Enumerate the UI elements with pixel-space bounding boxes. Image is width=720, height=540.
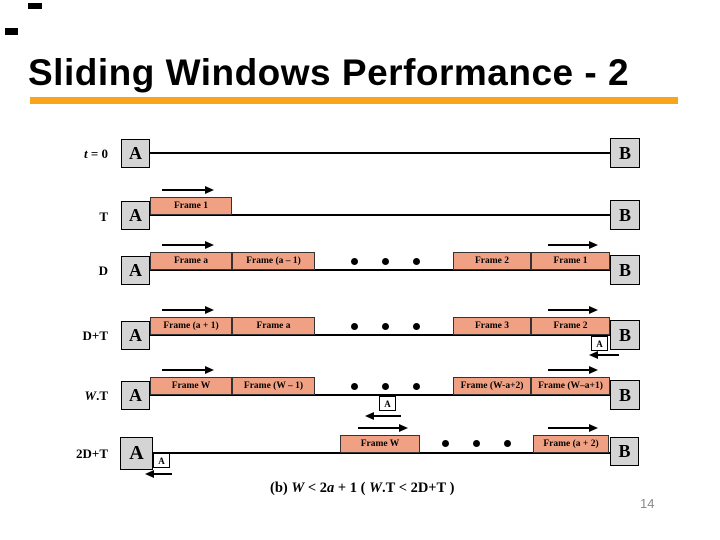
frame-box: Frame W: [150, 377, 232, 395]
time-label-t: T: [36, 209, 108, 225]
timeline-row4: [150, 334, 610, 336]
frame-box: Frame a: [150, 252, 232, 270]
dot: [504, 440, 511, 447]
artifact-mark-2: [5, 28, 18, 35]
caption-w2: W: [369, 480, 383, 496]
timeline-row5: [150, 394, 610, 396]
time-label-t0: t = 0: [36, 146, 108, 162]
dot: [473, 440, 480, 447]
node-b-row3: B: [610, 255, 640, 285]
arrow-right-icon: [548, 366, 598, 374]
arrow-right-icon: [162, 306, 214, 314]
arrow-left-icon: [365, 412, 401, 420]
node-a-row5: A: [121, 381, 150, 410]
time-label-wt-var: W: [84, 388, 97, 403]
arrow-right-icon: [548, 241, 598, 249]
caption-a: a: [327, 480, 335, 496]
caption-b-label: (b): [270, 480, 292, 496]
node-a-row4: A: [121, 321, 150, 350]
caption-tail: .T < 2D+T ): [382, 480, 455, 496]
time-label-d: D: [36, 263, 108, 279]
dot: [351, 323, 358, 330]
node-a-row1: A: [121, 139, 150, 168]
frame-box: Frame 2: [531, 317, 610, 335]
node-b-row6: B: [610, 437, 639, 466]
node-a-row2: A: [121, 201, 150, 230]
page-number: 14: [640, 496, 655, 511]
arrow-left-icon: [589, 351, 619, 359]
dot: [413, 323, 420, 330]
dot: [442, 440, 449, 447]
frame-box: Frame (a – 1): [232, 252, 315, 270]
arrow-right-icon: [358, 424, 408, 432]
time-label-d-plus-t: D+T: [36, 328, 108, 344]
slide-title: Sliding Windows Performance - 2: [28, 52, 630, 93]
arrow-right-icon: [548, 424, 598, 432]
title-underline-bar: [30, 97, 678, 104]
frame-box: Frame (W-a+2): [453, 377, 531, 395]
node-b-row5: B: [610, 380, 640, 410]
time-label-dt-rest: D+T: [82, 328, 108, 343]
time-label-wt-rest: .T: [96, 388, 108, 403]
node-a-row3: A: [121, 256, 150, 285]
frame-box: Frame 3: [453, 317, 531, 335]
ack-box-row6: A: [153, 453, 170, 468]
ack-box-row5: A: [379, 396, 396, 411]
timeline-row3: [150, 269, 610, 271]
timeline-row2: [150, 214, 610, 216]
caption-w: W: [291, 480, 305, 496]
frame-box: Frame 1: [531, 252, 610, 270]
arrow-right-icon: [162, 186, 214, 194]
caption-plus-one: + 1 (: [334, 480, 370, 496]
dot: [413, 383, 420, 390]
time-label-d-rest: D: [98, 263, 108, 278]
frame-box: Frame (W–a+1): [531, 377, 610, 395]
frame-box: Frame W: [340, 435, 420, 453]
ellipsis-icon: [351, 323, 420, 330]
artifact-mark-1: [28, 3, 42, 9]
arrow-right-icon: [548, 306, 598, 314]
ellipsis-icon: [351, 258, 420, 265]
arrow-left-icon: [145, 470, 172, 478]
dot: [382, 383, 389, 390]
time-label-2d-plus-t: 2D+T: [36, 446, 108, 462]
frame-box: Frame a: [232, 317, 315, 335]
dot: [351, 258, 358, 265]
frame-box: Frame (a + 2): [533, 435, 609, 453]
frame-box: Frame (W – 1): [232, 377, 315, 395]
timeline-row1: [150, 152, 610, 154]
ellipsis-icon: [442, 440, 511, 447]
ack-box-row4: A: [591, 336, 608, 351]
node-b-row1: B: [610, 138, 640, 168]
time-label-t-rest: T: [99, 209, 108, 224]
time-label-wt: W.T: [36, 388, 108, 404]
dot: [351, 383, 358, 390]
ellipsis-icon: [351, 383, 420, 390]
frame-box: Frame 2: [453, 252, 531, 270]
arrow-right-icon: [162, 366, 214, 374]
caption: (b) W < 2a + 1 ( W.T < 2D+T ): [270, 480, 454, 497]
frame-box: Frame (a + 1): [150, 317, 232, 335]
frame-box: Frame 1: [150, 197, 232, 215]
dot: [382, 323, 389, 330]
arrow-right-icon: [162, 241, 214, 249]
dot: [413, 258, 420, 265]
node-a-row6: A: [120, 437, 153, 470]
time-label-t0-rest: = 0: [87, 146, 108, 161]
time-label-2dt-rest: 2D+T: [76, 446, 108, 461]
node-b-row2: B: [610, 200, 640, 230]
time-label-t0-var: t: [83, 146, 88, 161]
dot: [382, 258, 389, 265]
caption-lt: < 2: [304, 480, 328, 496]
timeline-row6: [152, 452, 610, 454]
node-b-row4: B: [610, 320, 640, 350]
